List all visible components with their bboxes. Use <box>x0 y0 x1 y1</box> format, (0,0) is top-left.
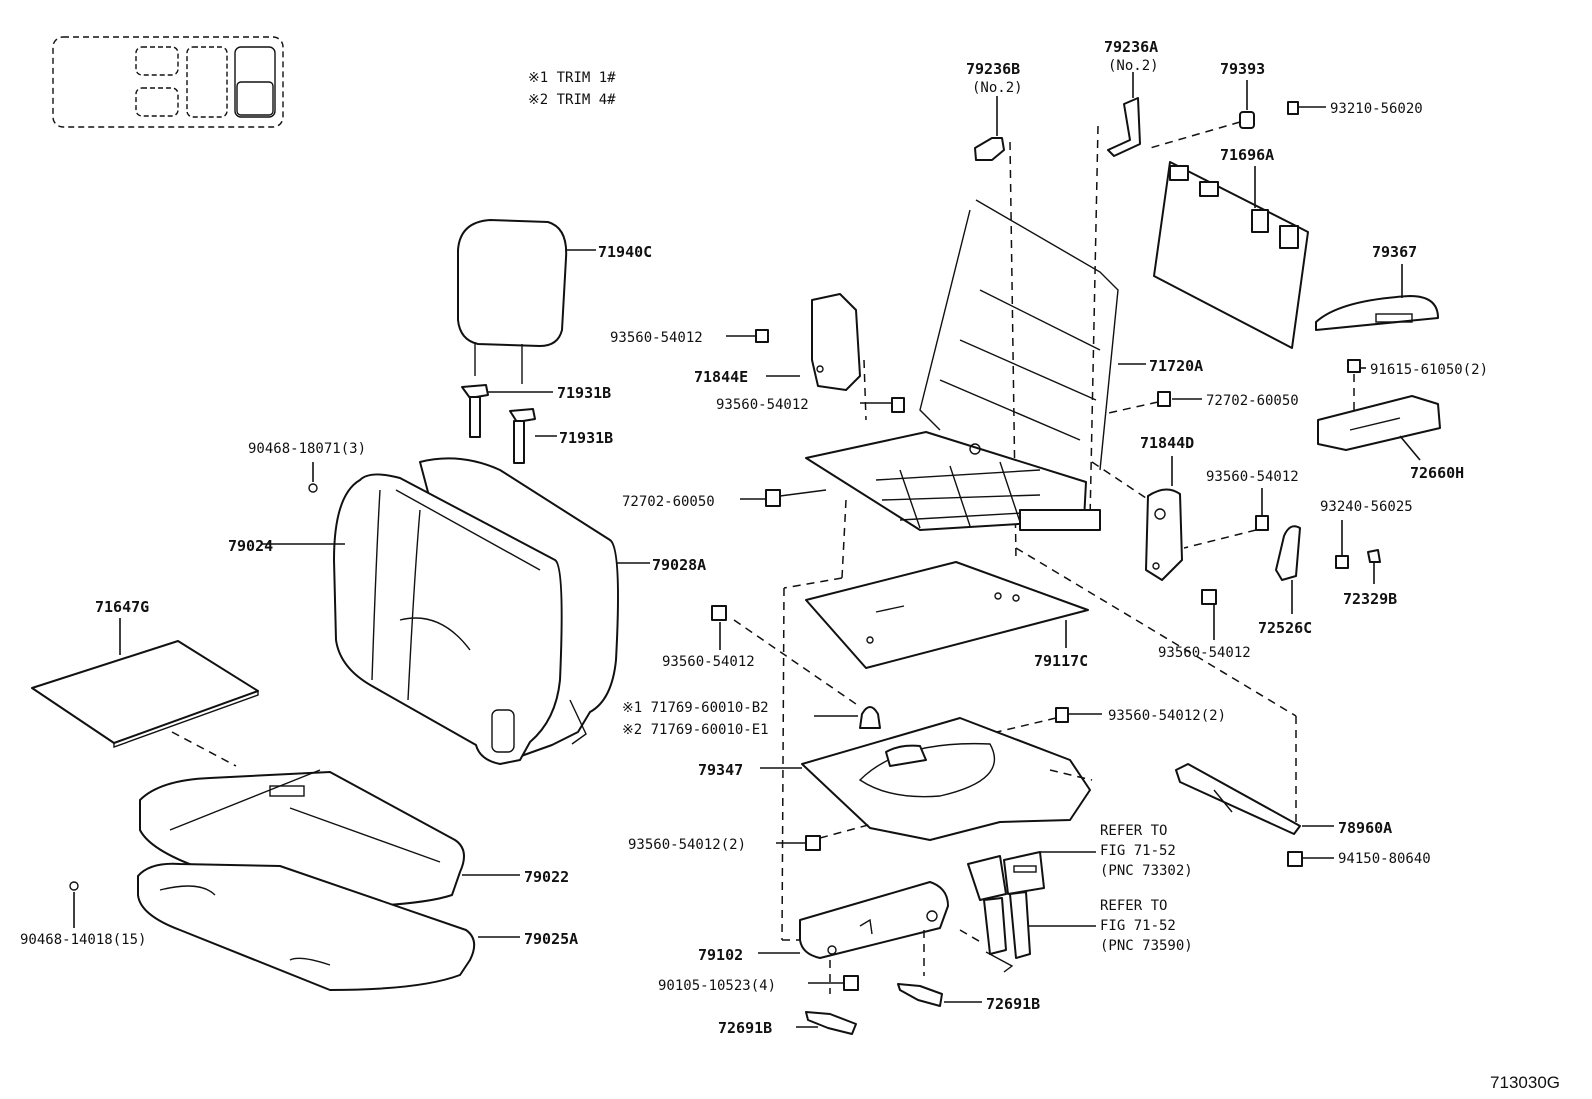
seat-frame <box>805 199 1146 531</box>
bolt-93210-56020 <box>1149 101 1326 149</box>
screw-91615-61050 <box>1347 359 1366 410</box>
label-93560-54012-e: 93560-54012 <box>662 654 755 670</box>
seat-cushion-pad <box>137 862 520 991</box>
label-71940C: 71940C <box>598 243 652 261</box>
label-90105-10523: 90105-10523(4) <box>658 978 776 994</box>
label-71647G: 71647G <box>95 598 149 616</box>
grommet-71769 <box>814 706 881 729</box>
bolt-93560-54012-f <box>979 707 1102 737</box>
seat-locator-inset <box>52 36 284 128</box>
screw-93240-56025 <box>1335 520 1349 569</box>
bolt-93560-54012-a <box>726 329 769 343</box>
label-72329B: 72329B <box>1343 590 1397 608</box>
label-72702-60050-b: 72702-60050 <box>1206 393 1299 409</box>
refer1-line1: REFER TO <box>1100 823 1167 839</box>
label-93560-54012-b: 93560-54012 <box>716 397 809 413</box>
hinge-cover-79236B <box>974 96 1017 561</box>
back-board-71696A <box>1153 161 1309 349</box>
label-91615-61050: 91615-61050(2) <box>1370 362 1488 378</box>
label-72691B-right: 72691B <box>986 995 1040 1013</box>
bolt-93560-54012-b <box>860 397 905 413</box>
label-71769-E1: ※2 71769-60010-E1 <box>622 722 769 738</box>
figure-id: 713030G <box>1490 1073 1560 1092</box>
label-79347: 79347 <box>698 761 743 779</box>
label-71844D: 71844D <box>1140 434 1194 452</box>
label-79117C: 79117C <box>1034 652 1088 670</box>
bracket-71844D <box>1091 456 1183 581</box>
refer2-line3: (PNC 73590) <box>1100 938 1193 954</box>
label-71769-B2: ※1 71769-60010-B2 <box>622 700 769 716</box>
label-79024: 79024 <box>228 537 273 555</box>
label-79367: 79367 <box>1372 243 1417 261</box>
nut-94150-80640 <box>1287 851 1334 867</box>
tray-79347 <box>760 717 1093 841</box>
label-72526C: 72526C <box>1258 619 1312 637</box>
legend-trim1: ※1 TRIM 1# <box>528 70 616 86</box>
seat-pad <box>31 618 259 767</box>
knob-72526C <box>1275 525 1301 614</box>
label-72691B-left: 72691B <box>718 1019 772 1037</box>
label-71720A: 71720A <box>1149 357 1203 375</box>
bolt-72702-60050-b <box>1103 391 1202 415</box>
bolt-93560-54012-g <box>776 823 873 851</box>
label-72660H: 72660H <box>1410 464 1464 482</box>
refer2-line1: REFER TO <box>1100 898 1167 914</box>
label-71931B-upper: 71931B <box>557 384 611 402</box>
label-93240-56025: 93240-56025 <box>1320 499 1413 515</box>
refer1-line2: FIG 71-52 <box>1100 843 1176 859</box>
legend-trim2: ※2 TRIM 4# <box>528 92 616 108</box>
label-90468-18071: 90468-18071(3) <box>248 441 366 457</box>
assembly-guide-lines <box>733 499 1297 941</box>
refer2-line2: FIG 71-52 <box>1100 918 1176 934</box>
label-93560-54012-f: 93560-54012(2) <box>1108 708 1226 724</box>
bolt-93560-54012-c <box>1183 488 1269 549</box>
label-79236A-sub: (No.2) <box>1108 58 1159 74</box>
label-93560-54012-a: 93560-54012 <box>610 330 703 346</box>
refer1-line3: (PNC 73302) <box>1100 863 1193 879</box>
label-71931B-lower: 71931B <box>559 429 613 447</box>
hinge-cover-79236A <box>1089 72 1141 521</box>
seat-back <box>262 457 650 765</box>
label-79028A: 79028A <box>652 556 706 574</box>
label-71844E: 71844E <box>694 368 748 386</box>
bushing-79393 <box>1239 80 1255 129</box>
label-79236B: 79236B <box>966 60 1020 78</box>
bolt-72702-60050-a <box>740 489 827 507</box>
label-71696A: 71696A <box>1220 146 1274 164</box>
panel-79117C <box>805 561 1089 669</box>
label-79393: 79393 <box>1220 60 1265 78</box>
bracket-71844E <box>766 293 867 421</box>
label-79102: 79102 <box>698 946 743 964</box>
label-93560-54012-g: 93560-54012(2) <box>628 837 746 853</box>
cushion-frame-79102 <box>758 881 949 976</box>
bolt-93560-54012-e <box>711 605 727 650</box>
label-79025A: 79025A <box>524 930 578 948</box>
cover-72660H <box>1317 395 1441 461</box>
seatbelt-buckle <box>959 851 1045 973</box>
clip-72329B <box>1367 549 1381 584</box>
label-78960A: 78960A <box>1338 819 1392 837</box>
headrest <box>457 219 596 384</box>
label-79236B-sub: (No.2) <box>972 80 1023 96</box>
rod-78960A <box>1175 763 1334 835</box>
label-93560-54012-c: 93560-54012 <box>1206 469 1299 485</box>
bracket-72691B-left <box>796 1011 857 1035</box>
cover-79367 <box>1315 264 1439 331</box>
label-93210-56020: 93210-56020 <box>1330 101 1423 117</box>
bolt-90105-10523 <box>808 960 859 994</box>
label-79022: 79022 <box>524 868 569 886</box>
bolt-93560-54012-d <box>1201 589 1217 640</box>
label-72702-60050-a: 72702-60050 <box>622 494 715 510</box>
label-94150-80640: 94150-80640 <box>1338 851 1431 867</box>
label-93560-54012-d: 93560-54012 <box>1158 645 1251 661</box>
label-90468-14018: 90468-14018(15) <box>20 932 146 948</box>
bracket-72691B-right <box>897 983 982 1007</box>
headrest-supports <box>461 384 557 464</box>
label-79236A: 79236A <box>1104 38 1158 56</box>
